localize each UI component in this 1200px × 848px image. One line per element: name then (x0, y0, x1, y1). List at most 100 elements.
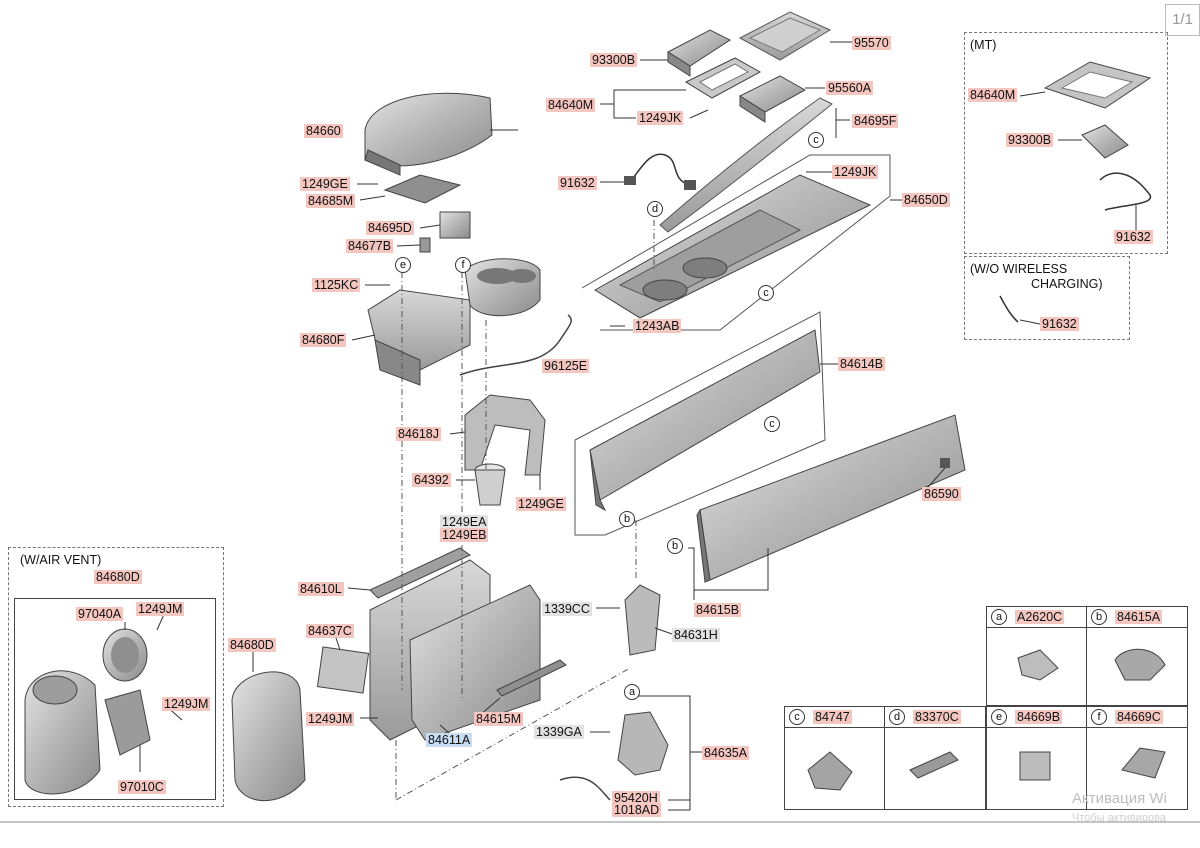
label-84680F[interactable]: 84680F (300, 333, 347, 347)
mt-part-84640M (1043, 61, 1152, 109)
legend-part[interactable]: 83370C (913, 710, 961, 724)
legend-part[interactable]: 84669B (1015, 710, 1063, 724)
label-84680D[interactable]: 84680D (228, 638, 276, 652)
label-wo-91632[interactable]: 91632 (1040, 317, 1079, 331)
part-86590 (940, 458, 950, 468)
part-84660 (364, 92, 493, 176)
label-84610L[interactable]: 84610L (298, 582, 344, 596)
label-91632-a[interactable]: 91632 (558, 176, 597, 190)
mt-part-91632 (1099, 172, 1151, 211)
part-84614B (589, 329, 821, 512)
part-91632 (624, 153, 696, 190)
part-84615M (496, 659, 567, 697)
callout-b: b (619, 511, 635, 527)
label-1249JK-a[interactable]: 1249JK (637, 111, 684, 125)
part-95560A (738, 75, 807, 123)
part-84640M (684, 57, 762, 99)
part-84631H (624, 584, 661, 656)
label-mt-93300B[interactable]: 93300B (1006, 133, 1054, 147)
part-84695F (659, 97, 833, 233)
wo-wireless-title-1: (W/O WIRELESS (970, 262, 1068, 276)
label-84660[interactable]: 84660 (304, 124, 343, 138)
callout-f: f (455, 257, 471, 273)
label-97010C[interactable]: 97010C (118, 780, 166, 794)
label-84631H[interactable]: 84631H (672, 628, 720, 642)
legend-letter: e (991, 709, 1007, 725)
label-84637C[interactable]: 84637C (306, 624, 354, 638)
part-84680F (367, 258, 541, 386)
label-1249JM-a[interactable]: 1249JM (136, 602, 185, 616)
label-1249JM-c[interactable]: 1249JM (306, 712, 355, 726)
label-84685M[interactable]: 84685M (306, 194, 356, 208)
part-84680D-vent (24, 670, 101, 795)
label-1243AB[interactable]: 1243AB (633, 319, 682, 333)
part-84680D (231, 671, 306, 802)
callout-c: c (758, 285, 774, 301)
part-93300B (667, 29, 732, 77)
legend-part[interactable]: 84747 (813, 710, 852, 724)
label-1249GE-b[interactable]: 1249GE (516, 497, 566, 511)
legend-letter: d (889, 709, 905, 725)
callout-b: b (667, 538, 683, 554)
part-84635A (559, 711, 669, 801)
label-1125KC[interactable]: 1125KC (312, 278, 361, 292)
label-1249GE-a[interactable]: 1249GE (300, 177, 350, 191)
label-95570[interactable]: 95570 (852, 36, 891, 50)
label-1018AD[interactable]: 1018AD (612, 803, 662, 817)
label-84615B[interactable]: 84615B (694, 603, 742, 617)
label-95420H[interactable]: 95420H (612, 791, 660, 805)
label-96125E[interactable]: 96125E (542, 359, 590, 373)
label-1249EA[interactable]: 1249EA (440, 515, 489, 529)
label-84615M[interactable]: 84615M (474, 712, 524, 726)
air-vent-inner-box (14, 598, 216, 800)
part-84650D (594, 174, 872, 319)
label-84611A[interactable]: 84611A (426, 733, 473, 747)
mt-title: (MT) (970, 38, 997, 52)
label-84677B[interactable]: 84677B (346, 239, 394, 253)
part-64392 (474, 463, 506, 506)
label-95560A[interactable]: 95560A (826, 81, 874, 95)
part-84610L (369, 547, 471, 599)
label-84614B[interactable]: 84614B (838, 357, 886, 371)
label-97040A[interactable]: 97040A (76, 607, 124, 621)
legend-part[interactable]: 84669C (1115, 710, 1163, 724)
label-mt-84640M[interactable]: 84640M (968, 88, 1018, 102)
label-1339CC[interactable]: 1339CC (542, 602, 592, 616)
part-84611A (369, 559, 541, 741)
label-93300B[interactable]: 93300B (590, 53, 638, 67)
callout-d: d (647, 201, 663, 217)
legend-cell-d: d 83370C (884, 706, 986, 810)
part-84615B (696, 414, 966, 583)
label-1249EB[interactable]: 1249EB (440, 528, 489, 542)
part-97040A (102, 628, 148, 682)
legend-letter: b (1091, 609, 1107, 625)
label-1249JM-b[interactable]: 1249JM (162, 697, 211, 711)
part-95570 (738, 11, 832, 61)
legend-part[interactable]: A2620C (1015, 610, 1065, 624)
label-mt-91632[interactable]: 91632 (1114, 230, 1153, 244)
label-84680D-vent[interactable]: 84680D (94, 570, 142, 584)
legend-letter: c (789, 709, 805, 725)
air-vent-title: (W/AIR VENT) (20, 553, 102, 567)
label-1249JK-b[interactable]: 1249JK (832, 165, 879, 179)
mt-box (964, 32, 1168, 254)
wo-wireless-title-2: CHARGING) (1031, 277, 1103, 291)
mt-part-93300B (1081, 124, 1129, 159)
label-84695D[interactable]: 84695D (366, 221, 414, 235)
part-84685M (383, 174, 462, 204)
label-84618J[interactable]: 84618J (396, 427, 442, 441)
label-84650D[interactable]: 84650D (902, 193, 950, 207)
legend-part[interactable]: 84615A (1115, 610, 1163, 624)
callout-e: e (395, 257, 411, 273)
part-84618J (464, 394, 546, 476)
label-64392[interactable]: 64392 (412, 473, 451, 487)
air-vent-box (8, 547, 224, 807)
label-86590[interactable]: 86590 (922, 487, 961, 501)
label-84635A[interactable]: 84635A (702, 746, 750, 760)
label-84695F[interactable]: 84695F (852, 114, 899, 128)
callout-a: a (624, 684, 640, 700)
callout-c: c (764, 416, 780, 432)
label-84640M[interactable]: 84640M (546, 98, 596, 112)
label-1339GA[interactable]: 1339GA (534, 725, 584, 739)
